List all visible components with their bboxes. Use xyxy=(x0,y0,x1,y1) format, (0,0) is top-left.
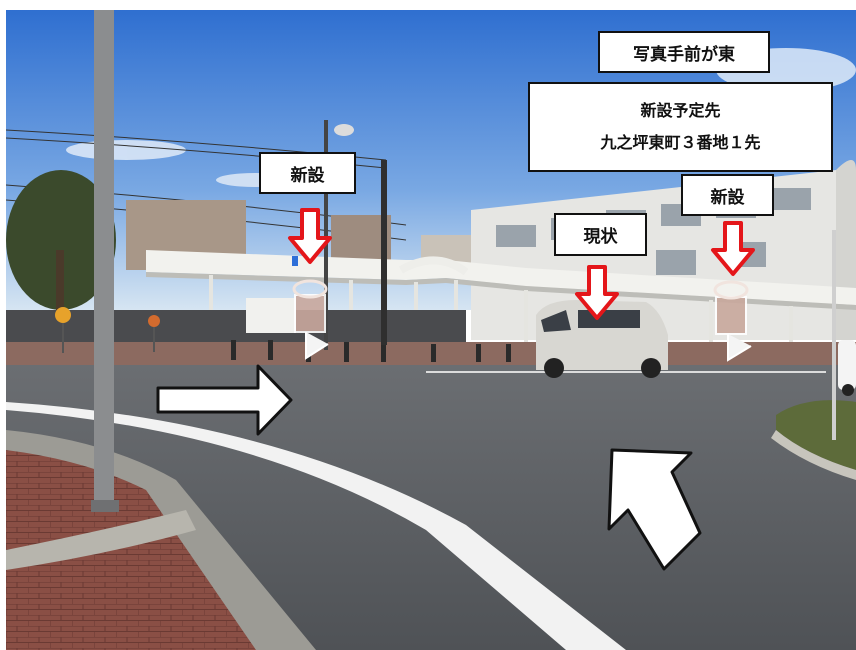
road-lane-line xyxy=(6,402,626,650)
bus-stop-marker-left xyxy=(292,279,329,360)
current-text: 現状 xyxy=(583,227,618,247)
parked-car-right xyxy=(838,340,856,396)
planned-location-label: 新設予定先 九之坪東町３番地１先 xyxy=(528,82,833,172)
new-label-left: 新設 xyxy=(259,152,356,194)
current-label: 現状 xyxy=(554,213,647,256)
red-down-arrow-current xyxy=(575,265,619,320)
white-arrow-right xyxy=(156,364,293,436)
utility-pole xyxy=(94,10,114,510)
bus-stop-marker-right xyxy=(713,280,752,362)
planned-address: 九之坪東町３番地１先 xyxy=(600,133,761,152)
red-down-arrow-left xyxy=(288,208,332,264)
fence xyxy=(6,310,466,345)
new-right-text: 新設 xyxy=(710,187,745,208)
red-down-arrow-right xyxy=(711,221,755,276)
walkway-canopy xyxy=(146,250,856,305)
street-lamp xyxy=(324,120,328,350)
van xyxy=(536,300,668,378)
orientation-label: 写真手前が東 xyxy=(598,31,770,73)
white-arrow-up-left xyxy=(607,448,702,571)
planned-title: 新設予定先 xyxy=(640,101,721,120)
tree-left xyxy=(6,170,116,310)
new-label-right: 新設 xyxy=(681,174,774,216)
orientation-text: 写真手前が東 xyxy=(633,44,735,65)
new-left-text: 新設 xyxy=(290,165,325,186)
